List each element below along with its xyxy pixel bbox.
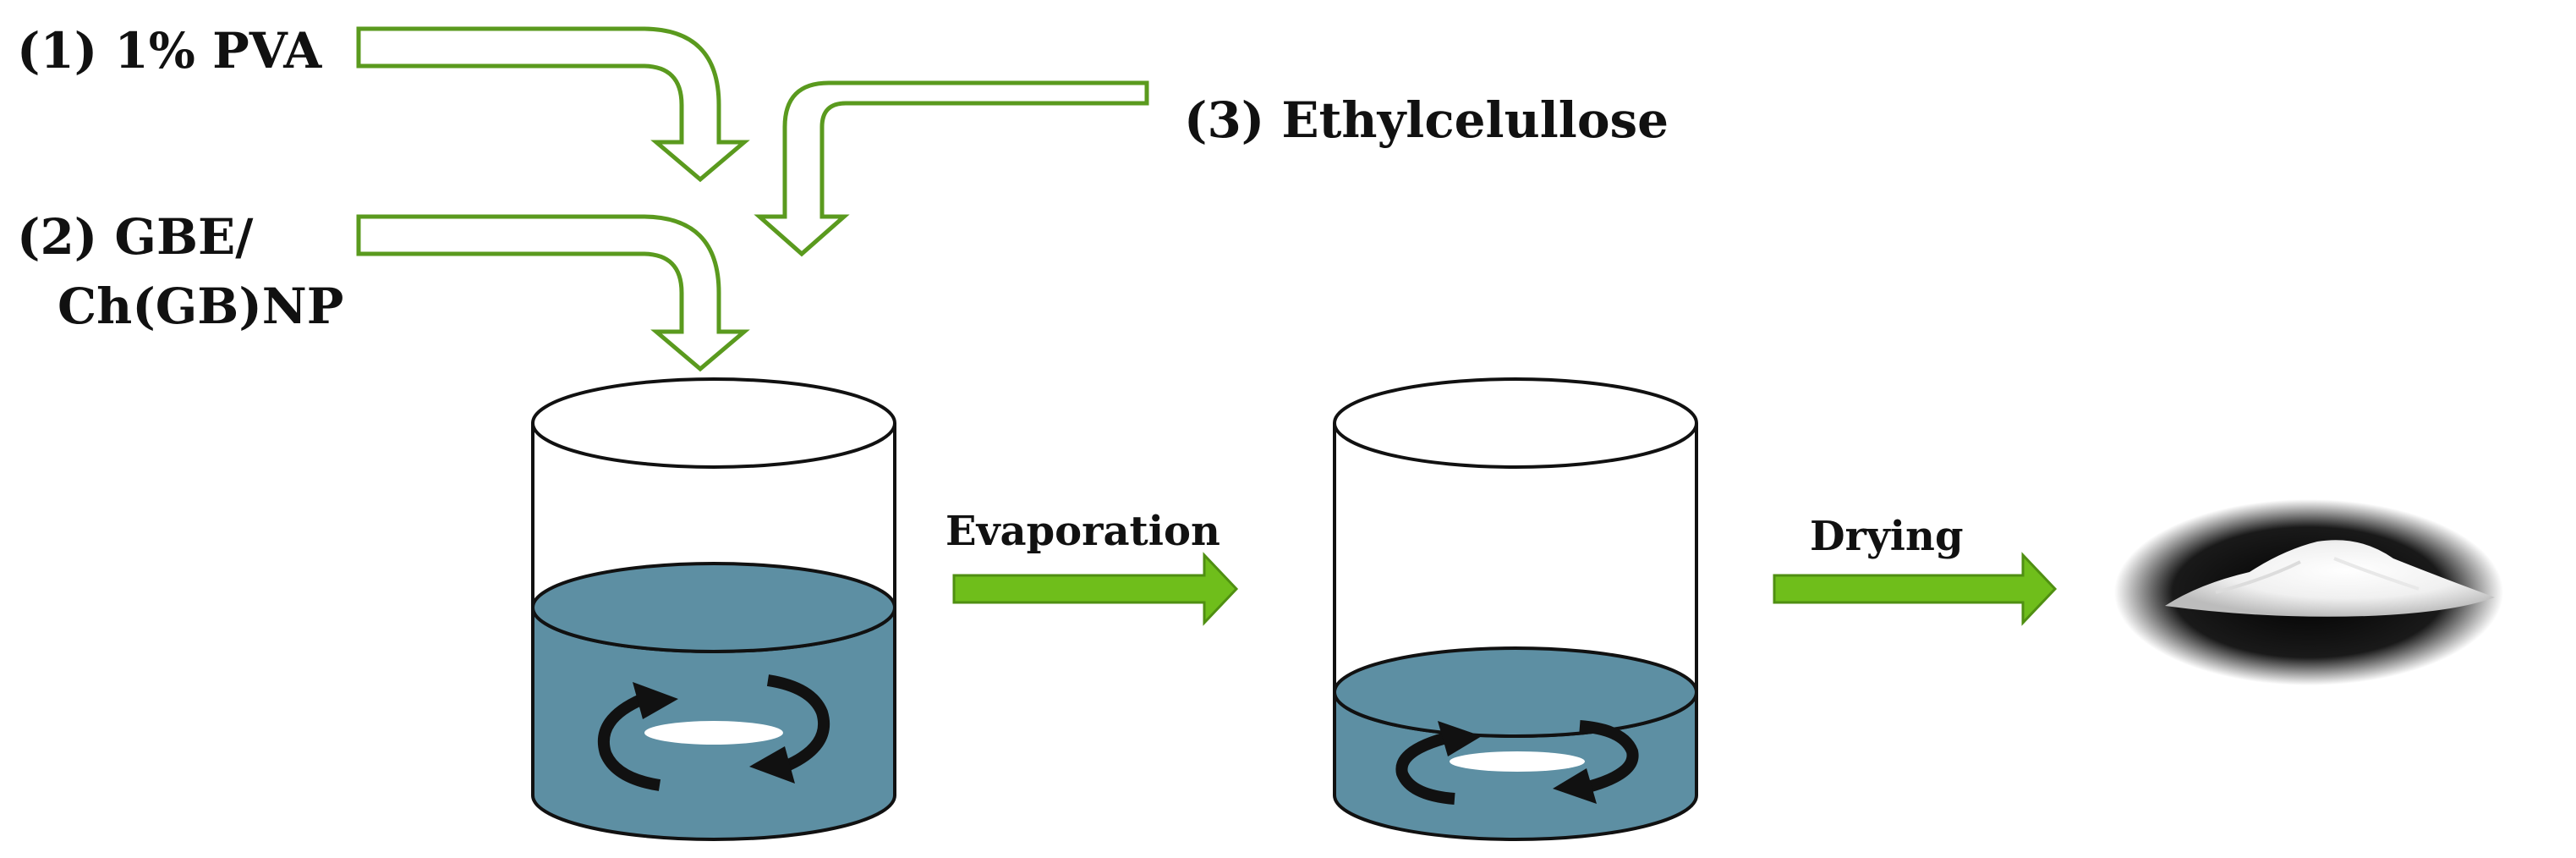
ethylcellulose-label: (3) Ethylcelullose xyxy=(1184,91,1669,149)
stir-bar-2 xyxy=(1450,751,1585,772)
powder-product xyxy=(2114,499,2503,685)
liquid-surface xyxy=(531,562,896,653)
gbe-label-line2: Ch(GB)NP xyxy=(58,278,343,335)
pva-arrow-icon xyxy=(356,26,750,183)
evaporation-label: Evaporation xyxy=(945,508,1220,555)
powder-pile xyxy=(2165,540,2495,617)
drying-label: Drying xyxy=(1810,513,1964,560)
beaker-mixing xyxy=(531,377,896,841)
stir-bar xyxy=(644,721,783,745)
gbe-label-line1: (2) GBE/ xyxy=(17,208,254,266)
beaker-rim xyxy=(531,377,896,469)
drying-arrow-icon xyxy=(1773,552,2058,626)
liquid-surface-low xyxy=(1333,646,1698,738)
circular-arrows-icon-2 xyxy=(1395,720,1639,805)
gbe-arrow-icon xyxy=(356,214,750,372)
pva-label: (1) 1% PVA xyxy=(17,22,322,80)
beaker-evaporated xyxy=(1333,377,1698,841)
evaporation-arrow-icon xyxy=(952,552,1239,626)
ethylcellulose-arrow-icon xyxy=(754,80,1149,257)
beaker-rim-2 xyxy=(1333,377,1698,469)
circular-arrows-icon xyxy=(597,674,830,791)
